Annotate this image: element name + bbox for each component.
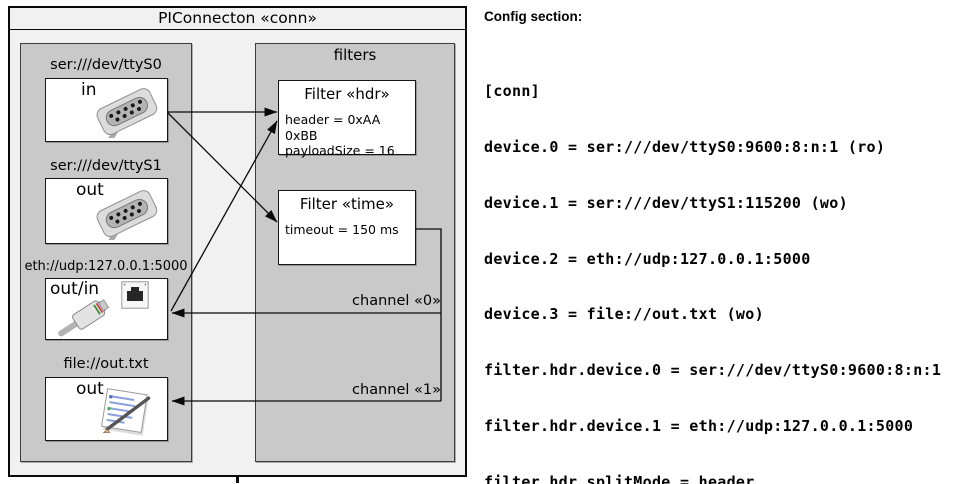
device-eth-port-label: out/in: [50, 279, 100, 299]
config-section-body: [conn] device.0 = ser:///dev/ttyS0:9600:…: [484, 45, 962, 484]
config-line: device.2 = eth://udp:127.0.0.1:5000: [484, 249, 811, 268]
ethernet-cable-icon: [58, 299, 110, 337]
config-line: device.1 = ser:///dev/ttyS1:115200 (wo): [484, 193, 848, 212]
filter-hdr-attr-header: header = 0xAA 0xBB: [285, 112, 381, 143]
device-ttys1-port-label: out: [76, 180, 104, 200]
filter-hdr-title: Filter «hdr»: [304, 85, 390, 103]
channel-0-label: channel «0»: [352, 293, 441, 309]
serial-connector-icon: [96, 190, 158, 240]
filter-hdr-box: Filter «hdr» header = 0xAA 0xBB payloadS…: [278, 80, 416, 158]
config-line: filter.hdr.device.1 = eth://udp:127.0.0.…: [484, 416, 914, 435]
device-ttys0-port-label: in: [81, 80, 97, 100]
config-line: filter.hdr.device.0 = ser:///dev/ttyS0:9…: [484, 361, 942, 380]
serial-connector-icon: [96, 88, 158, 138]
device-ttys1-label: ser:///dev/ttyS1: [50, 158, 162, 174]
config-line: device.3 = file://out.txt (wo): [484, 305, 764, 324]
filter-time-box: Filter «time» timeout = 150 ms: [278, 190, 416, 265]
filter-hdr-attr-payloadsize: payloadSize = 16: [285, 143, 395, 158]
config-line: device.0 = ser:///dev/ttyS0:9600:8:n:1 (…: [484, 137, 886, 156]
device-file-port-label: out: [76, 379, 104, 399]
filters-group-title: filters: [333, 46, 377, 64]
config-line: filter.hdr.splitMode = header: [484, 472, 755, 484]
device-eth-label: eth://udp:127.0.0.1:5000: [24, 259, 188, 274]
device-ttys0-label: ser:///dev/ttyS0: [50, 57, 162, 73]
channel-1-label: channel «1»: [352, 382, 441, 398]
device-file-label: file://out.txt: [63, 356, 149, 372]
border-notch: [236, 476, 239, 483]
filter-time-title: Filter «time»: [299, 195, 395, 213]
config-line: [conn]: [484, 82, 540, 101]
notepad-icon: [101, 388, 151, 436]
ethernet-jack-icon: [121, 281, 149, 309]
config-section-heading: Config section:: [484, 9, 583, 24]
diagram-title: PIConnecton «conn»: [10, 8, 465, 30]
filter-time-attr-timeout: timeout = 150 ms: [285, 222, 399, 237]
